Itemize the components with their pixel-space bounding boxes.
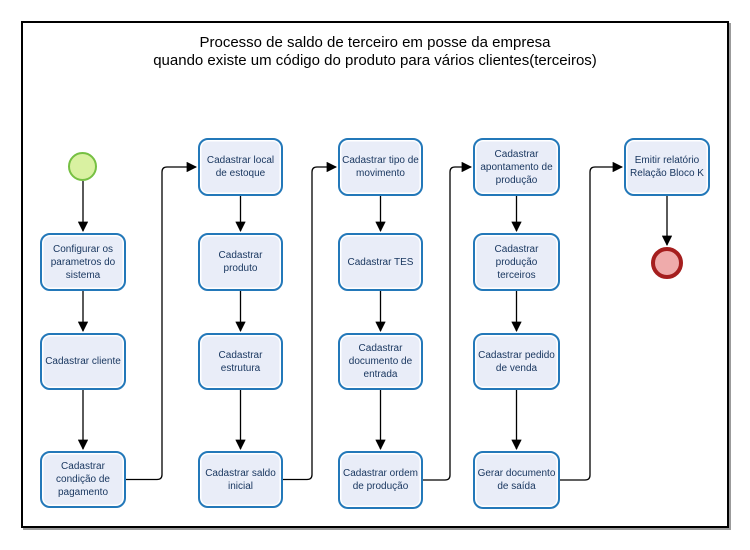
- task-cadastrar-ordem-producao: Cadastrar ordem de produção: [338, 451, 423, 509]
- flow-arrow-condicao-to-local-estoque: [126, 161, 198, 481]
- task-cadastrar-apontamento-producao: Cadastrar apontamento de produção: [473, 138, 560, 196]
- task-label: Cadastrar estrutura: [218, 349, 263, 374]
- task-cadastrar-produto: Cadastrar produto: [198, 233, 283, 291]
- task-label: Cadastrar local de estoque: [206, 155, 275, 179]
- task-label: Cadastrar produção terceiros: [494, 243, 539, 281]
- task-label: Cadastrar pedido de venda: [478, 349, 555, 374]
- task-gerar-documento-saida: Gerar documento de saída: [473, 451, 560, 509]
- task-cadastrar-saldo-inicial: Cadastrar saldo inicial: [198, 451, 283, 508]
- flow-arrow-ordem-to-apontamento: [423, 161, 473, 481]
- diagram-title: Processo de saldo de terceiro em posse d…: [21, 34, 729, 70]
- task-label: Cadastrar produto: [218, 250, 263, 274]
- flow-arrow-saldo-to-tipo-movimento: [283, 161, 338, 481]
- end-event-icon: [651, 247, 683, 279]
- task-label: Cadastrar cliente: [45, 356, 121, 367]
- task-label: Gerar documento de saída: [477, 468, 556, 492]
- task-label: Cadastrar TES: [347, 256, 414, 268]
- task-label: Cadastrar condição de pagamento: [56, 461, 110, 498]
- flow-arrow-gerar-saida-to-relatorio: [560, 161, 624, 481]
- diagram-title-line1: Processo de saldo de terceiro em posse d…: [199, 34, 551, 51]
- task-cadastrar-tipo-movimento: Cadastrar tipo de movimento: [338, 138, 423, 196]
- task-emitir-relatorio-bloco-k: Emitir relatório Relação Bloco K: [624, 138, 710, 196]
- task-label: Cadastrar apontamento de produção: [480, 148, 553, 186]
- diagram-title-line2: quando existe um código do produto para …: [153, 52, 597, 69]
- task-cadastrar-condicao-pagamento: Cadastrar condição de pagamento: [40, 451, 126, 508]
- task-cadastrar-tes: Cadastrar TES: [338, 233, 423, 291]
- task-label: Cadastrar tipo de movimento: [342, 155, 419, 179]
- task-cadastrar-estrutura: Cadastrar estrutura: [198, 333, 283, 390]
- task-label: Cadastrar saldo inicial: [205, 467, 276, 492]
- task-label: Cadastrar documento de entrada: [348, 343, 413, 380]
- task-cadastrar-local-estoque: Cadastrar local de estoque: [198, 138, 283, 196]
- task-label: Emitir relatório Relação Bloco K: [630, 155, 704, 179]
- task-cadastrar-pedido-venda: Cadastrar pedido de venda: [473, 333, 560, 390]
- task-configurar-parametros: Configurar os parametros do sistema: [40, 233, 126, 291]
- task-cadastrar-documento-entrada: Cadastrar documento de entrada: [338, 333, 423, 390]
- start-event-icon: [68, 152, 97, 181]
- task-cadastrar-cliente: Cadastrar cliente: [40, 333, 126, 390]
- task-label: Cadastrar ordem de produção: [342, 468, 419, 492]
- task-cadastrar-producao-terceiros: Cadastrar produção terceiros: [473, 233, 560, 291]
- task-label: Configurar os parametros do sistema: [50, 243, 116, 281]
